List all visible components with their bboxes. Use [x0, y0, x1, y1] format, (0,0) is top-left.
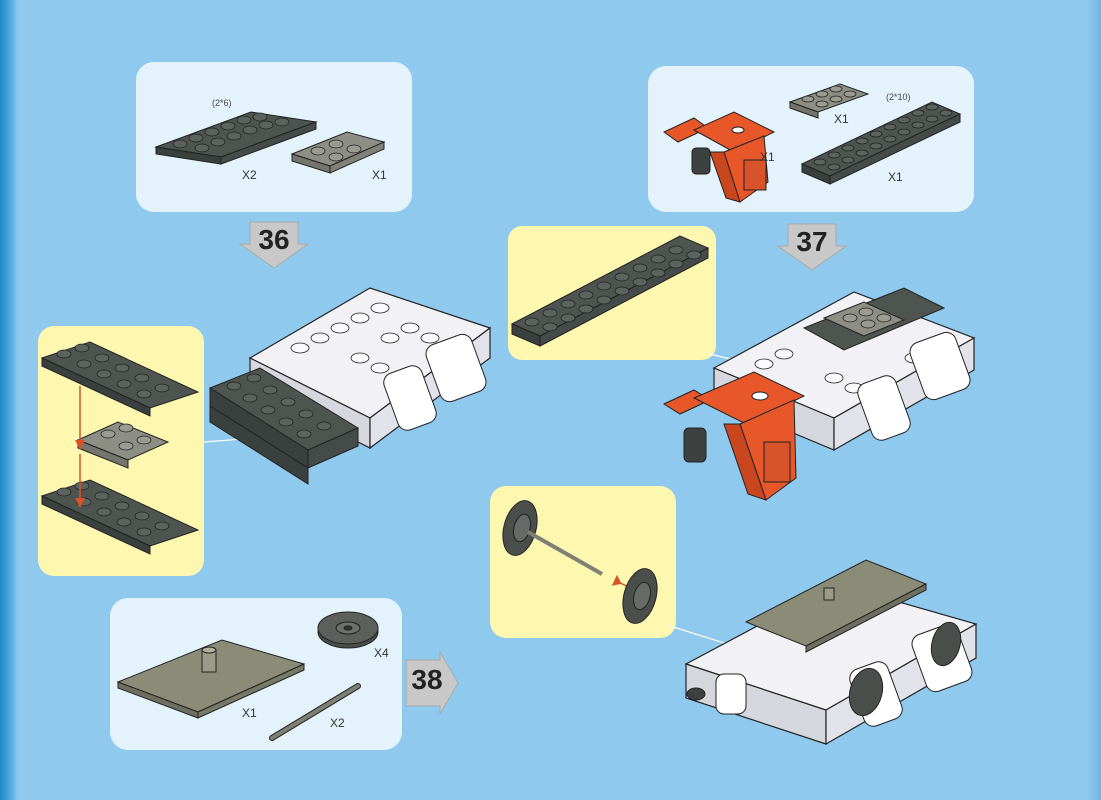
step37-light-plate-qty: X1: [834, 112, 849, 126]
step38-axle-qty: X2: [330, 716, 345, 730]
step36-chassis-assembly: [208, 287, 492, 485]
step38-callout-panel: [490, 486, 676, 638]
step37-parts-panel: X1 X1 (2*10) X1: [648, 66, 974, 212]
step37-callout-plate-icon: [510, 235, 710, 347]
wheel-axle-exploded-icon: [502, 500, 658, 624]
orange-hitch-icon: [663, 111, 776, 203]
step38-chassis-assembly: [684, 559, 978, 746]
stack-middle-plate-icon: [76, 421, 170, 469]
step36-arrow: 36: [238, 221, 310, 269]
step36-dark-plate-size: (2*6): [212, 98, 232, 108]
step38-wheel-icon: [317, 611, 379, 649]
step36-light-plate-qty: X1: [372, 168, 387, 182]
step38-arrow: 38: [405, 650, 459, 716]
axle-icon: [269, 683, 361, 741]
step38-tile-qty: X1: [242, 706, 257, 720]
step37-hitch-qty: X1: [760, 150, 775, 164]
stack-guide-arrows: [75, 386, 85, 508]
step36-dark-plate-qty: X2: [242, 168, 257, 182]
step37-light-plate-icon: [788, 83, 870, 119]
step37-dark-plate-size: (2*10): [886, 92, 911, 102]
step38-number: 38: [411, 664, 443, 695]
tile-plate-icon: [116, 639, 306, 719]
page-right-edge: [1087, 0, 1101, 800]
step37-arrow: 37: [776, 223, 848, 271]
step36-callout-panel: [38, 326, 204, 576]
step37-dark-plate-2x10-icon: [800, 101, 962, 185]
light-plate-icon: [290, 131, 386, 174]
step36-number: 36: [258, 224, 290, 255]
step37-chassis-assembly: [662, 287, 976, 501]
step37-callout-panel: [508, 226, 716, 360]
page-binding-edge: [0, 0, 18, 800]
stack-top-plate-icon: [40, 341, 200, 417]
step38-wheel-qty: X4: [374, 646, 389, 660]
dark-plate-2x6-icon: [154, 111, 318, 165]
step38-parts-panel: X1 X4 X2: [110, 598, 402, 750]
step37-number: 37: [796, 226, 828, 257]
step37-dark-plate-qty: X1: [888, 170, 903, 184]
step36-parts-panel: (2*6) X2 X1: [136, 62, 412, 212]
